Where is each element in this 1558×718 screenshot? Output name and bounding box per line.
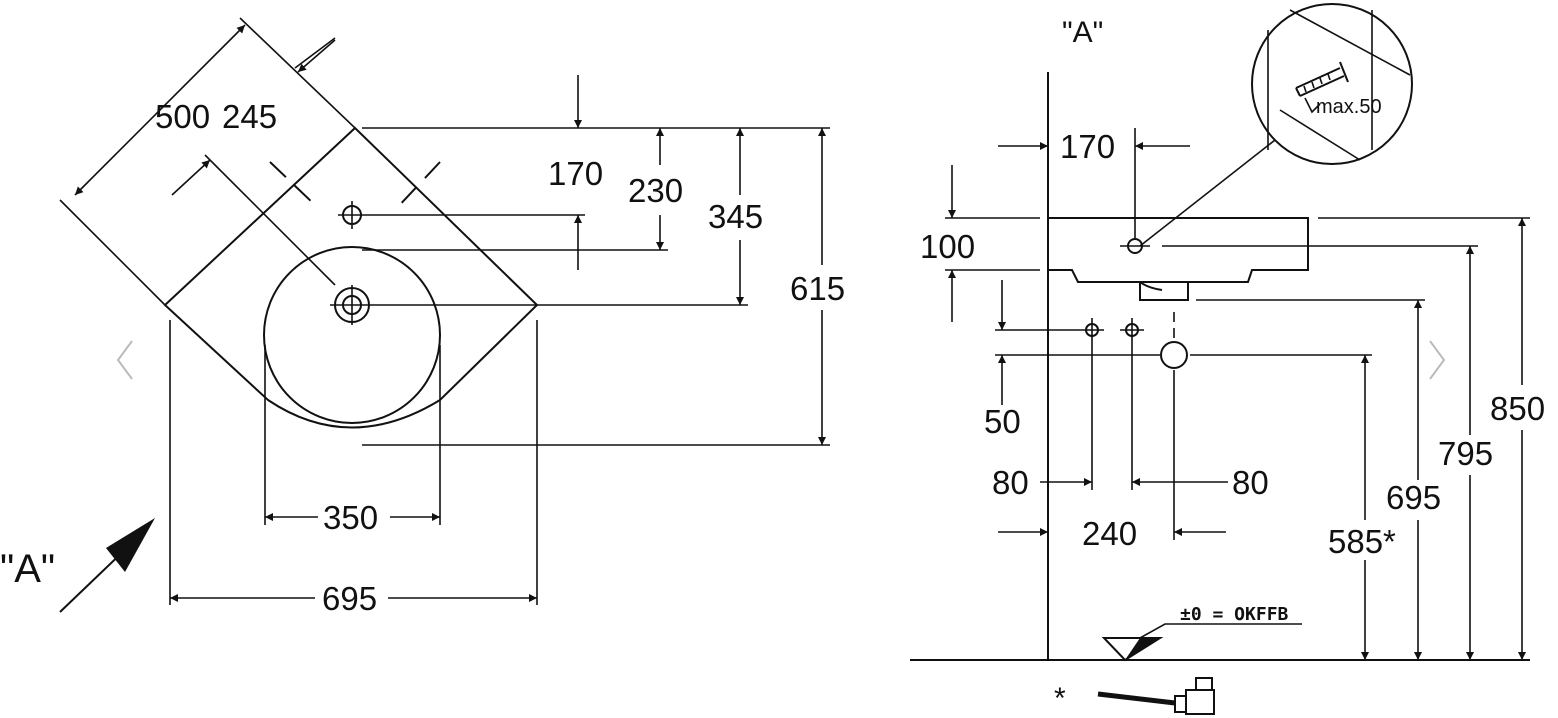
dim-615: 615 — [790, 270, 845, 307]
dim-170-elev: 170 — [1060, 128, 1115, 165]
basin-outline — [163, 126, 539, 429]
footnote-mark: * — [1054, 682, 1066, 715]
elevation-title: "A" — [1062, 16, 1103, 49]
dim-795: 795 — [1438, 435, 1493, 472]
dim-230: 230 — [628, 172, 683, 209]
dim-345: 345 — [708, 198, 763, 235]
dim-695-elev: 695 — [1386, 479, 1441, 516]
dim-80-left: 80 — [992, 464, 1029, 501]
elevation-view: "A" 170 — [910, 3, 1545, 715]
bowl-circle — [263, 246, 441, 424]
dim-100: 100 — [920, 228, 975, 265]
prev-button[interactable] — [110, 335, 140, 385]
dim-500: 500 — [155, 98, 210, 135]
drain-outlet — [1139, 282, 1189, 301]
trap-icon — [1174, 677, 1215, 715]
view-marker: "A" — [0, 547, 55, 591]
detail-label: max.50 — [1316, 96, 1382, 118]
dim-80-right: 80 — [1232, 464, 1269, 501]
screw-icon — [1295, 61, 1349, 97]
detail-circle — [1251, 3, 1413, 165]
basin-profile — [1048, 217, 1309, 283]
dim-350: 350 — [323, 499, 378, 536]
dim-245: 245 — [222, 98, 277, 135]
chevron-left-icon — [116, 340, 133, 380]
dim-695: 695 — [322, 580, 377, 617]
plan-view: 500 245 170 230 345 615 350 — [0, 17, 845, 617]
view-arrow-icon — [106, 518, 155, 572]
dim-170: 170 — [548, 155, 603, 192]
chevron-right-icon — [1429, 340, 1446, 380]
dim-585: 585* — [1328, 523, 1396, 560]
dim-850: 850 — [1490, 390, 1545, 427]
floor-level-label: ±0 = OKFFB — [1180, 604, 1289, 625]
dim-50: 50 — [984, 403, 1021, 440]
dim-240: 240 — [1082, 515, 1137, 552]
next-button[interactable] — [1422, 335, 1452, 385]
waste-outlet-icon — [1160, 341, 1188, 369]
